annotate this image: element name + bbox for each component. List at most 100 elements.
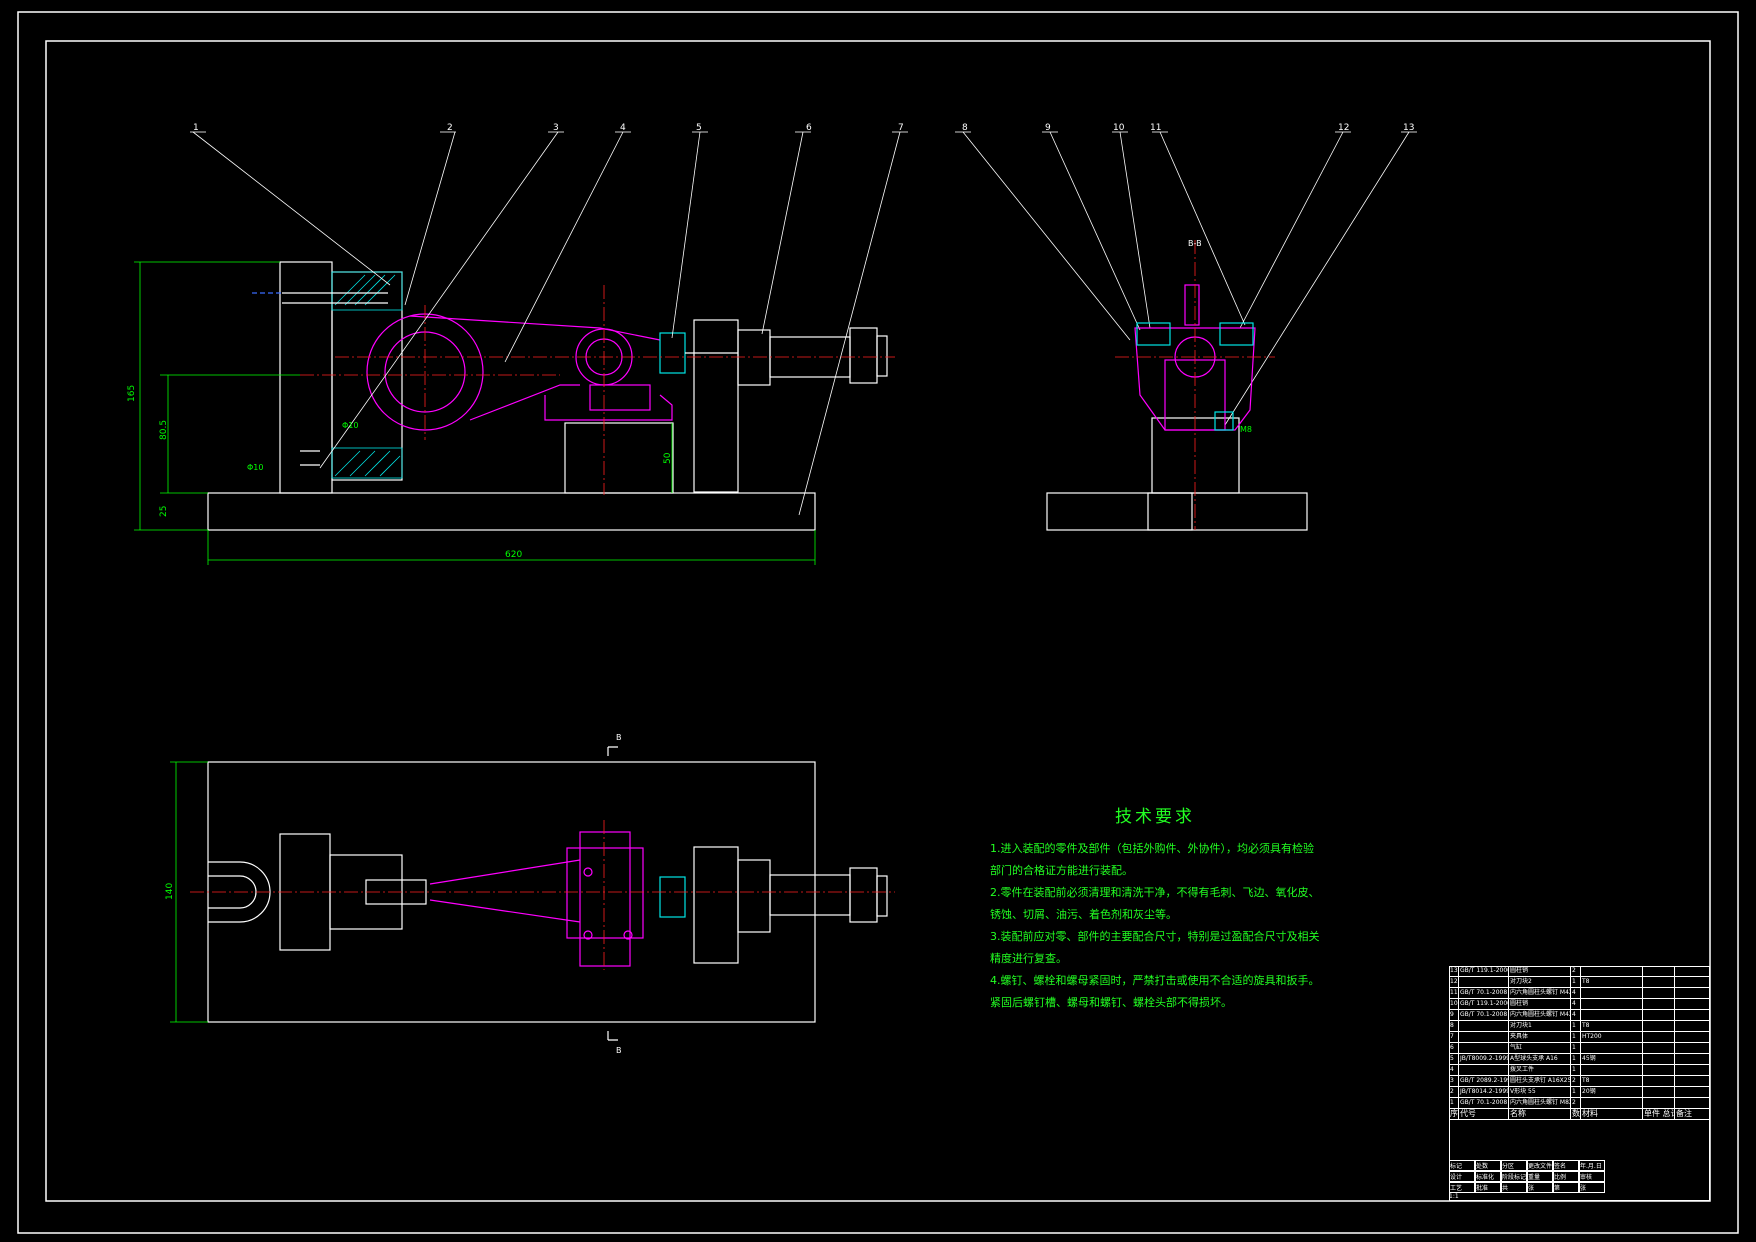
technical-requirements: 技术要求 1.进入装配的零件及部件（包括外购件、外协件），均必须具有检验 部门的… (990, 807, 1320, 1014)
parts-list-cell (1643, 999, 1675, 1009)
requirement-line: 部门的合格证方能进行装配。 (990, 864, 1133, 877)
front-view (134, 131, 1417, 565)
parts-list-cell: 1 (1571, 1087, 1581, 1097)
side-base (1046, 492, 1308, 531)
parts-list-cell: 1 (1571, 1032, 1581, 1042)
parts-list-cell: 5 (1449, 1054, 1459, 1064)
parts-list-cell: 数量 (1572, 1109, 1581, 1119)
parts-list-cell (1643, 1087, 1675, 1097)
top-dimensions (170, 761, 208, 1023)
parts-list-cell: T8 (1581, 1021, 1643, 1031)
parts-list-cell: 对刀块1 (1509, 1021, 1571, 1031)
parts-list-cell (1675, 988, 1710, 998)
cylinder-bracket (693, 319, 739, 493)
section-mark-bottom: B (616, 1046, 622, 1055)
parts-list-cell (1675, 966, 1710, 976)
requirement-line: 锈蚀、切屑、油污、着色剂和灰尘等。 (990, 908, 1177, 921)
parts-list-header: 序号代号名称数量材料单件 总计 重量备注 (1449, 1109, 1710, 1120)
dim-hole-2: Φ10 (247, 463, 263, 472)
title-block-label: 重量 (1527, 1171, 1553, 1182)
parts-list-cell: 4 (1571, 988, 1581, 998)
parts-list-cell (1643, 1021, 1675, 1031)
top-cylinder-body (769, 874, 851, 916)
parts-list-cell: JB/T8014.2-1999 (1460, 1087, 1509, 1097)
title-block-label: 标记 (1449, 1160, 1475, 1171)
title-block-label: 张 (1579, 1182, 1605, 1193)
parts-list-cell: 夹具体 (1509, 1032, 1571, 1042)
parts-list-cell (1643, 988, 1675, 998)
parts-list-cell: 1 (1571, 1043, 1581, 1053)
parts-list-cell: 对刀块2 (1509, 977, 1571, 987)
parts-list-cell: V形块 55 (1509, 1087, 1571, 1097)
section-mark-top: B (616, 733, 622, 742)
parts-list-cell (1675, 1087, 1710, 1097)
inner-frame (45, 40, 1711, 1202)
parts-list-cell: 圆柱销 (1509, 966, 1571, 976)
parts-list-cell (1459, 1043, 1509, 1053)
parts-list-cell: A型球头支承 A16 (1509, 1054, 1571, 1064)
parts-list-cell: 4 (1571, 1010, 1581, 1020)
dim-support-height: 50 (663, 452, 673, 464)
parts-list-cell (1675, 1065, 1710, 1075)
title-block-label: 设计 (1449, 1171, 1475, 1182)
parts-list-cell: 1 (1571, 1021, 1581, 1031)
parts-list-cell: GB/T 70.1-2008 (1460, 988, 1509, 998)
parts-list-cell (1675, 1021, 1710, 1031)
parts-list-cell: GB/T 119.1-2000 (1460, 999, 1509, 1009)
parts-list-cell (1581, 988, 1643, 998)
parts-list-cell (1675, 1076, 1710, 1086)
parts-list-cell: 2 (1449, 1087, 1459, 1097)
top-centerlines (190, 820, 895, 970)
callout-10: 10 (1113, 123, 1125, 133)
cylinder-end (849, 327, 878, 384)
callout-3: 3 (553, 123, 559, 133)
parts-list-cell: 备注 (1676, 1109, 1692, 1118)
title-block-label: 签名 (1553, 1160, 1579, 1171)
parts-list-cell (1459, 1065, 1509, 1075)
parts-list-cell (1643, 1010, 1675, 1020)
callout-1: 1 (193, 123, 199, 133)
parts-list-cell: 6 (1449, 1043, 1459, 1053)
parts-list-cell (1643, 1076, 1675, 1086)
v-block-hatch (331, 271, 403, 479)
parts-list-cell (1581, 1010, 1643, 1020)
parts-list-cell: 代号 (1459, 1109, 1509, 1119)
callout-9: 9 (1045, 123, 1051, 133)
dim-height-total: 165 (127, 385, 137, 402)
title-block-label: 比例 (1553, 1171, 1579, 1182)
requirement-line: 3.装配前应对零、部件的主要配合尺寸，特别是过盈配合尺寸及相关 (990, 930, 1320, 943)
parts-list-cell: 4 (1571, 999, 1581, 1009)
outer-frame (17, 11, 1739, 1234)
parts-list-cell: GB/T 119.1-2000 (1460, 966, 1509, 976)
requirement-line: 精度进行复查。 (990, 952, 1067, 965)
dim-hole-1: Φ10 (342, 421, 358, 430)
top-cylinder-bracket (693, 846, 739, 964)
parts-list-cell (1675, 1098, 1710, 1108)
dim-right-label: M8 (1240, 425, 1252, 434)
title-block-label: 张 (1527, 1182, 1553, 1193)
callout-leaders (190, 131, 1417, 516)
title-block-label: 共 (1501, 1182, 1527, 1193)
requirement-line: 1.进入装配的零件及部件（包括外购件、外协件），均必须具有检验 (990, 842, 1314, 855)
parts-list-cell: 13 (1450, 966, 1459, 976)
top-workpiece (429, 831, 644, 967)
parts-list-cell: 名称 (1509, 1109, 1571, 1119)
parts-list-cell: 单件 总计 重量 (1643, 1109, 1675, 1119)
parts-list-cell: 9 (1449, 1010, 1459, 1020)
side-view (1046, 240, 1308, 531)
parts-list-cell (1675, 977, 1710, 987)
callout-4: 4 (620, 123, 626, 133)
parts-list-cell: 2 (1571, 1076, 1581, 1086)
parts-list-cell: 11 (1450, 988, 1459, 998)
support-pillar (564, 422, 674, 494)
section-mark-side: B-B (1188, 239, 1202, 248)
parts-list-cell: 2 (1571, 966, 1581, 976)
